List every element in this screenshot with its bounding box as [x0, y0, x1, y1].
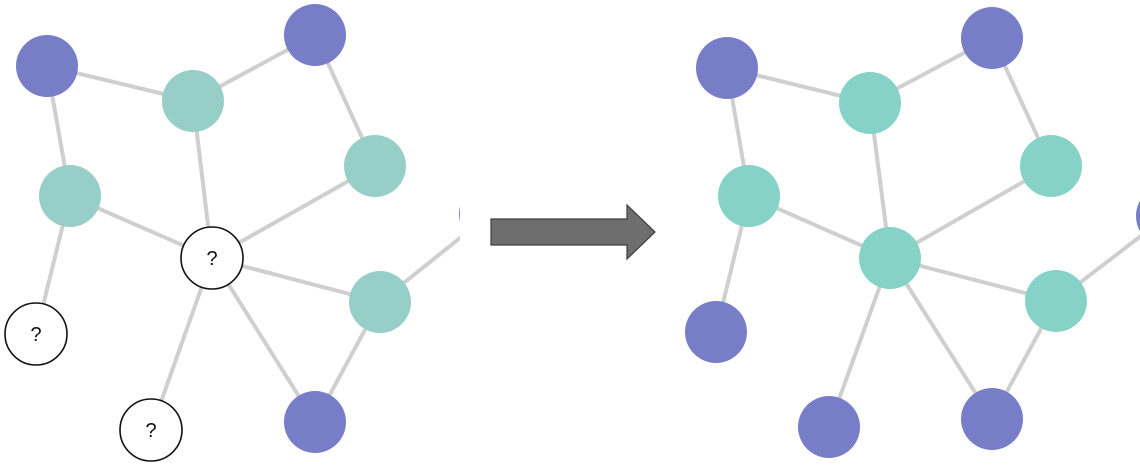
before-edge-f-k	[210, 256, 317, 424]
purple-node-circle	[961, 388, 1023, 450]
before-node-d	[344, 135, 406, 197]
after-node-b	[839, 72, 901, 134]
graph-after-nodes	[685, 7, 1140, 458]
purple-node-circle	[16, 35, 78, 97]
teal-node-circle	[859, 227, 921, 289]
teal-node-circle	[349, 271, 411, 333]
before-node-k	[284, 391, 346, 453]
unknown-node-circle	[119, 398, 183, 462]
teal-node-circle	[1025, 270, 1087, 332]
purple-node-circle	[284, 4, 346, 66]
after-node-e	[718, 165, 780, 227]
after-node-d	[1020, 135, 1082, 197]
graph-before-edges	[34, 33, 460, 432]
purple-node-circle	[961, 7, 1023, 69]
after-edge-f-k	[888, 256, 994, 421]
purple-node-circle	[696, 37, 758, 99]
unknown-node-label: ?	[206, 248, 217, 270]
after-node-c	[961, 7, 1023, 69]
after-node-g	[1136, 200, 1140, 232]
purple-node-circle	[798, 396, 860, 458]
purple-node-circle	[685, 301, 747, 363]
unknown-node-circle	[4, 302, 68, 366]
purple-node-circle	[284, 391, 346, 453]
after-node-j	[798, 396, 860, 458]
before-node-g	[459, 206, 460, 222]
unknown-node-circle	[180, 226, 244, 290]
before-node-h: ?	[4, 302, 68, 366]
graph-before: ???	[4, 4, 460, 462]
purple-node-circle	[459, 206, 460, 222]
before-node-b	[162, 70, 224, 132]
after-node-i	[1025, 270, 1087, 332]
teal-node-circle	[162, 70, 224, 132]
graph-after-edges	[714, 36, 1140, 429]
unknown-node-label: ?	[145, 420, 156, 442]
after-node-k	[961, 388, 1023, 450]
teal-node-circle	[718, 165, 780, 227]
before-node-j: ?	[119, 398, 183, 462]
right-arrow-icon	[490, 203, 656, 261]
unknown-node-label: ?	[30, 324, 41, 346]
before-node-a	[16, 35, 78, 97]
before-node-c	[284, 4, 346, 66]
before-node-i	[349, 271, 411, 333]
teal-node-circle	[39, 165, 101, 227]
after-node-f	[859, 227, 921, 289]
purple-node-circle	[1136, 200, 1140, 232]
after-node-h	[685, 301, 747, 363]
before-node-f: ?	[180, 226, 244, 290]
teal-node-circle	[839, 72, 901, 134]
graph-after	[685, 7, 1140, 458]
teal-node-circle	[344, 135, 406, 197]
after-node-a	[696, 37, 758, 99]
graph-before-nodes: ???	[4, 4, 460, 462]
before-node-e	[39, 165, 101, 227]
teal-node-circle	[1020, 135, 1082, 197]
